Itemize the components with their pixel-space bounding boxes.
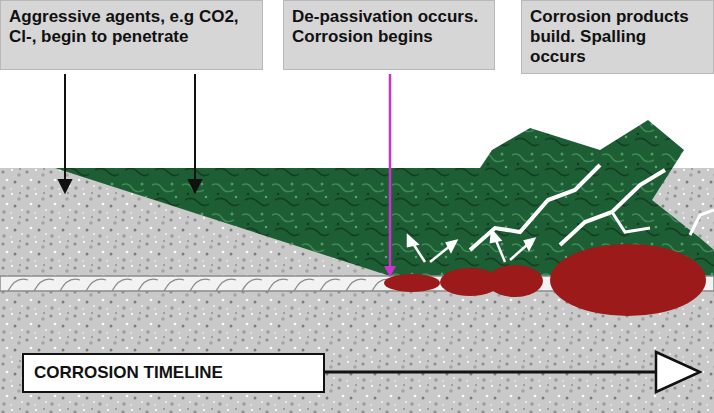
callout-box: Aggressive agents, e.g CO2, Cl-, begin t… bbox=[0, 0, 263, 70]
callout-text: Aggressive agents, e.g CO2, Cl-, begin t… bbox=[9, 7, 254, 47]
callout-box: Corrosion products build. Spalling occur… bbox=[521, 0, 714, 74]
callout-text: CORROSION TIMELINE bbox=[34, 363, 313, 383]
callout-text: De-passivation occurs. Corrosion begins bbox=[292, 7, 486, 47]
timeline-box: CORROSION TIMELINE bbox=[22, 353, 325, 393]
callout-text: Corrosion products build. Spalling occur… bbox=[530, 7, 705, 67]
callout-box: De-passivation occurs. Corrosion begins bbox=[283, 0, 495, 70]
